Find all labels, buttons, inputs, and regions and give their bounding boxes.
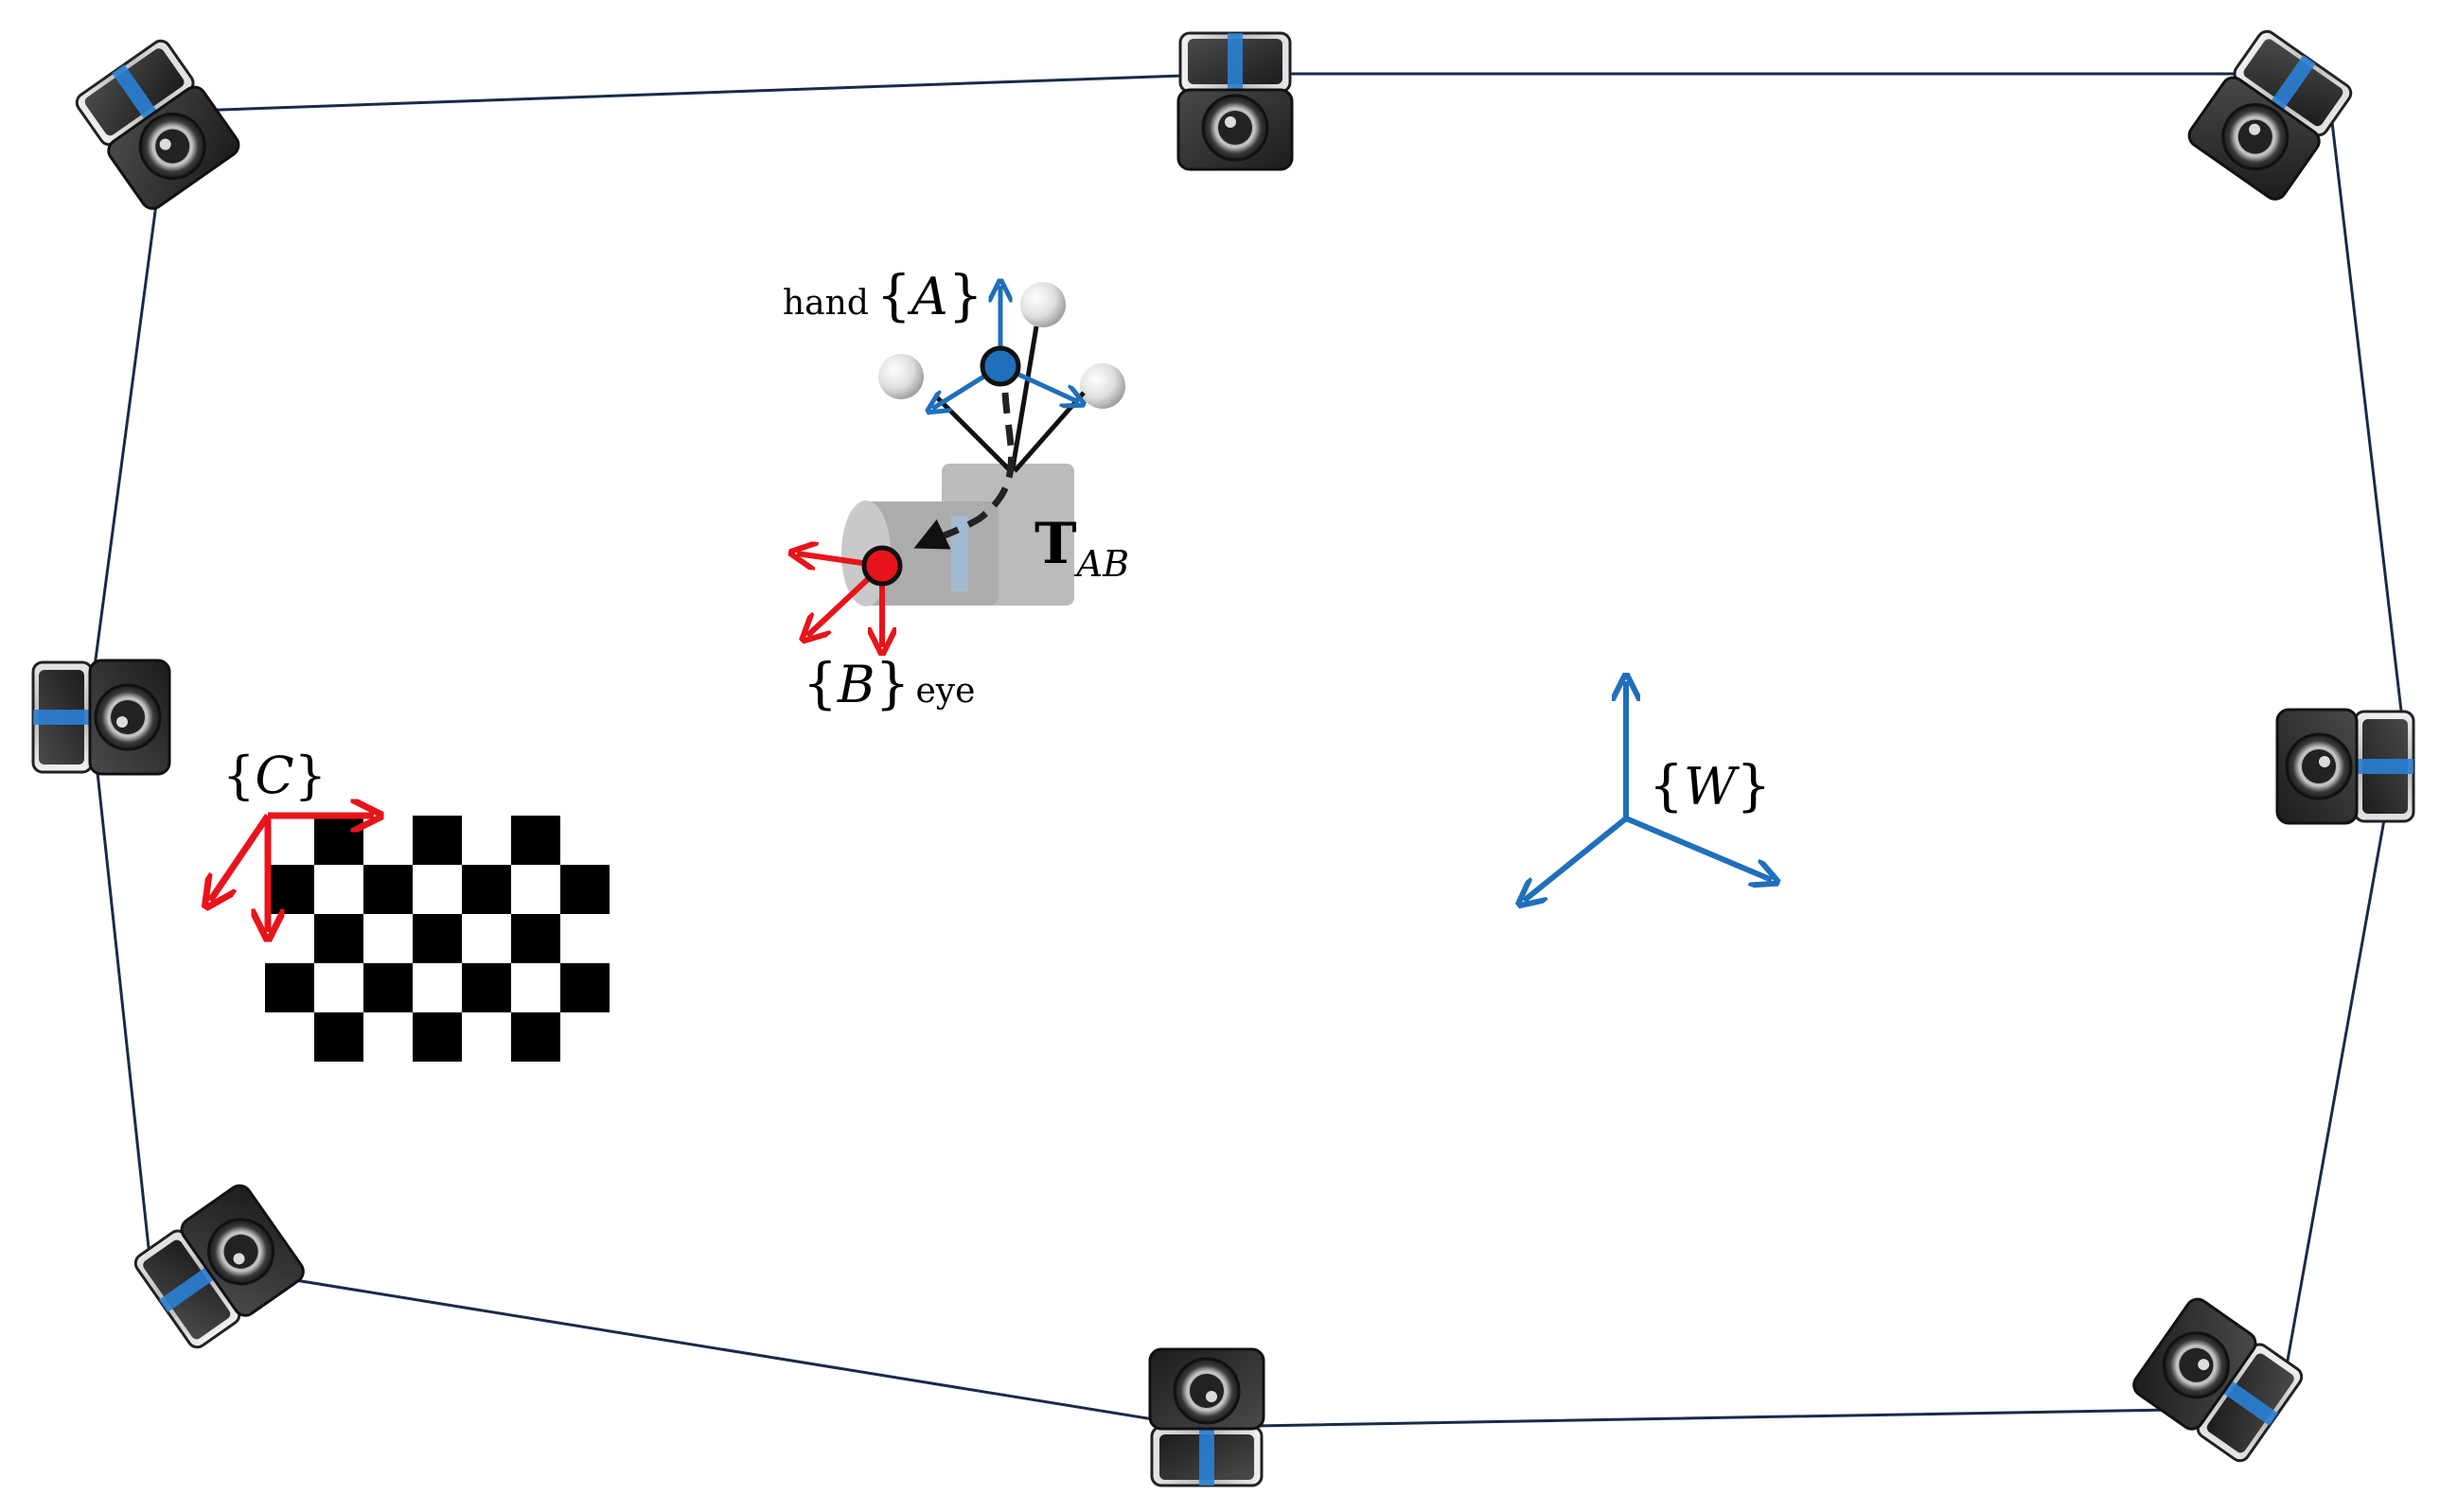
marker-sphere-left: [878, 354, 924, 399]
eye-frame-origin: [861, 545, 903, 587]
checkerboard-square: [511, 816, 560, 865]
camera-mid-right: [2275, 708, 2415, 825]
hand-frame-label: hand{A}: [783, 263, 983, 327]
camera-top-right: [2183, 25, 2358, 205]
marker-sphere-top: [1020, 282, 1066, 327]
checkerboard-square: [314, 1012, 363, 1062]
checkerboard-square: [413, 914, 462, 963]
checkerboard-square: [462, 963, 511, 1012]
camera-bottom-center: [1148, 1347, 1265, 1487]
eye-frame-label: {B}eye: [803, 651, 975, 715]
marker-sphere-right: [1080, 363, 1125, 409]
marker-rod-left: [935, 396, 1013, 473]
marker-rod-top: [1010, 325, 1039, 469]
checkerboard-frame-axes: [210, 816, 374, 932]
checkerboard-square: [314, 816, 363, 865]
checkerboard-square: [462, 865, 511, 914]
checkerboard-square: [560, 963, 610, 1012]
checkerboard-square: [511, 914, 560, 963]
checkerboard-z-axis: [210, 814, 271, 901]
checkerboard-square: [265, 963, 314, 1012]
checkerboard-square: [363, 963, 413, 1012]
world-frame-axes: [1524, 681, 1772, 901]
checkerboard-square: [511, 1012, 560, 1062]
checkerboard-square: [363, 865, 413, 914]
checkerboard-square: [314, 914, 363, 963]
checkerboard-square: [560, 865, 610, 914]
transform-ab-path: [913, 392, 1015, 550]
world-frame-label: {W}: [1649, 753, 1771, 818]
checkerboard-square: [413, 1012, 462, 1062]
checkerboard-square: [265, 865, 314, 914]
transform-ab-label: TAB: [1034, 511, 1129, 585]
camera-rig-outline: [88, 72, 2404, 1429]
world-x-axis: [1524, 816, 1628, 901]
hand-eye-assembly: [797, 282, 1125, 647]
camera-top-center: [1176, 31, 1294, 171]
hand-frame-origin: [980, 345, 1021, 387]
world-y-axis: [1624, 816, 1772, 880]
checkerboard-frame-label: {C}: [222, 746, 327, 805]
camera-top-left: [70, 34, 245, 215]
camera-bottom-left: [129, 1179, 309, 1354]
checkerboard-square: [413, 816, 462, 865]
checkerboard-target: [265, 816, 610, 1062]
camera-bottom-right: [2128, 1292, 2308, 1468]
camera-mid-left: [31, 659, 171, 776]
